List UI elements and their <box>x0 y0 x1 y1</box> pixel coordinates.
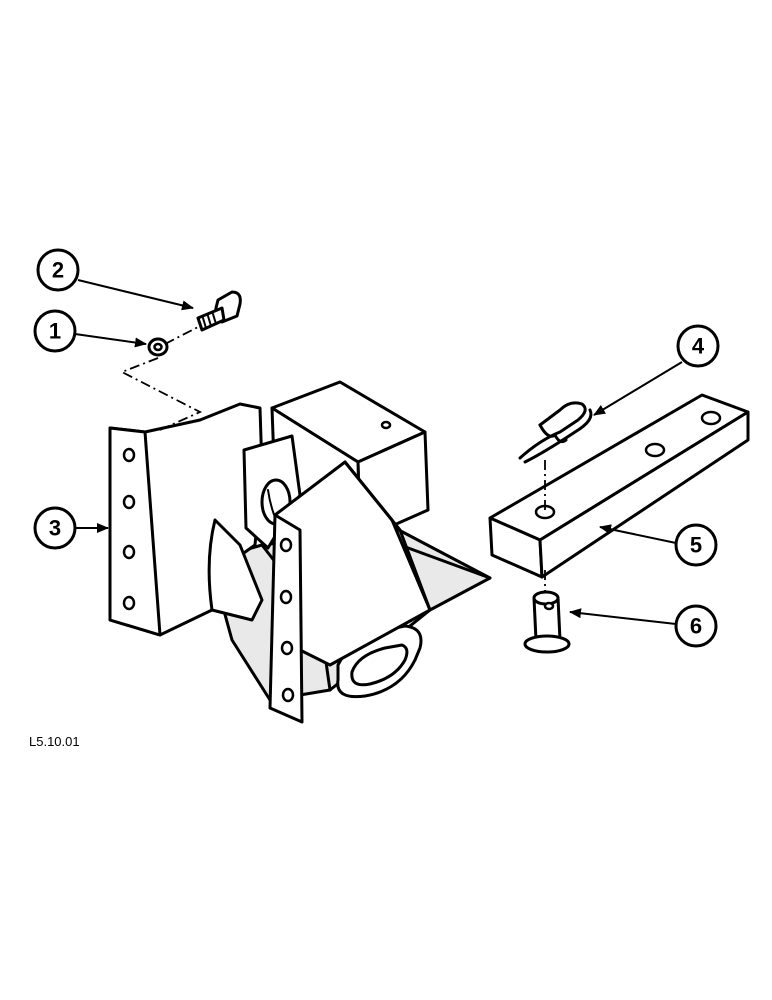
callout-4-label: 4 <box>692 334 705 359</box>
callout-2-label: 2 <box>52 258 64 283</box>
callout-1: 1 <box>33 309 77 353</box>
callout-5-circle <box>674 523 718 567</box>
drawbar-hole-2 <box>644 442 666 458</box>
screw-thread <box>202 313 217 329</box>
cap-screw-part-2 <box>196 290 242 332</box>
left-flange-hole-4 <box>122 595 136 611</box>
leader-5 <box>599 524 677 544</box>
drawbar-side <box>538 410 750 579</box>
drawbar-hole-3 <box>700 410 722 426</box>
left-flange-hole-3 <box>122 544 136 560</box>
clevis-pin-part-6 <box>523 590 571 654</box>
callout-1-label: 1 <box>49 319 61 344</box>
left-plate-notch <box>207 518 264 622</box>
assembly-centerline-to-plate <box>119 357 203 431</box>
pin-head <box>523 634 571 654</box>
callout-1-circle <box>33 309 77 353</box>
callout-3: 3 <box>33 506 77 550</box>
callout-5-label: 5 <box>690 533 702 558</box>
assembly-centerline-washer-screw <box>164 325 201 345</box>
callout-6-circle <box>674 604 718 648</box>
left-flange-hole-2 <box>122 494 136 510</box>
callout-2-circle <box>36 248 80 292</box>
clip-outer-loop <box>518 401 587 460</box>
right-plate-flange <box>268 513 304 724</box>
callout-5: 5 <box>674 523 718 567</box>
leader-6 <box>569 608 677 625</box>
right-flange-hole-2 <box>279 589 293 605</box>
lock-washer-part-1 <box>147 337 169 357</box>
clip-inner-leg <box>523 408 593 464</box>
callout-2: 2 <box>36 248 80 292</box>
leader-4 <box>593 361 683 416</box>
box-top-hole <box>380 420 392 430</box>
drawbar-part-5 <box>488 393 750 579</box>
right-flange-hole-4 <box>281 687 295 703</box>
callout-3-circle <box>33 506 77 550</box>
right-flange-hole-1 <box>279 537 293 553</box>
hitch-body-part-3 <box>108 380 492 724</box>
clip-wave <box>538 423 568 444</box>
right-plate-fold <box>343 460 432 612</box>
towing-loop-inner <box>350 643 409 687</box>
callout-3-label: 3 <box>49 516 61 541</box>
callout-4-circle <box>676 324 720 368</box>
pin-cross-hole <box>543 601 555 611</box>
callout-4: 4 <box>676 324 720 368</box>
callout-6: 6 <box>674 604 718 648</box>
reference-code: L5.10.01 <box>29 734 80 749</box>
left-plate-flange <box>108 426 162 637</box>
left-flange-hole-1 <box>122 447 136 463</box>
washer-inner <box>153 342 163 352</box>
right-flange-hole-3 <box>280 640 294 656</box>
leader-1 <box>74 333 147 348</box>
hair-pin-clip-part-4 <box>518 401 593 464</box>
leader-2 <box>77 279 194 311</box>
callout-6-label: 6 <box>690 614 702 639</box>
pin-top <box>532 590 560 606</box>
